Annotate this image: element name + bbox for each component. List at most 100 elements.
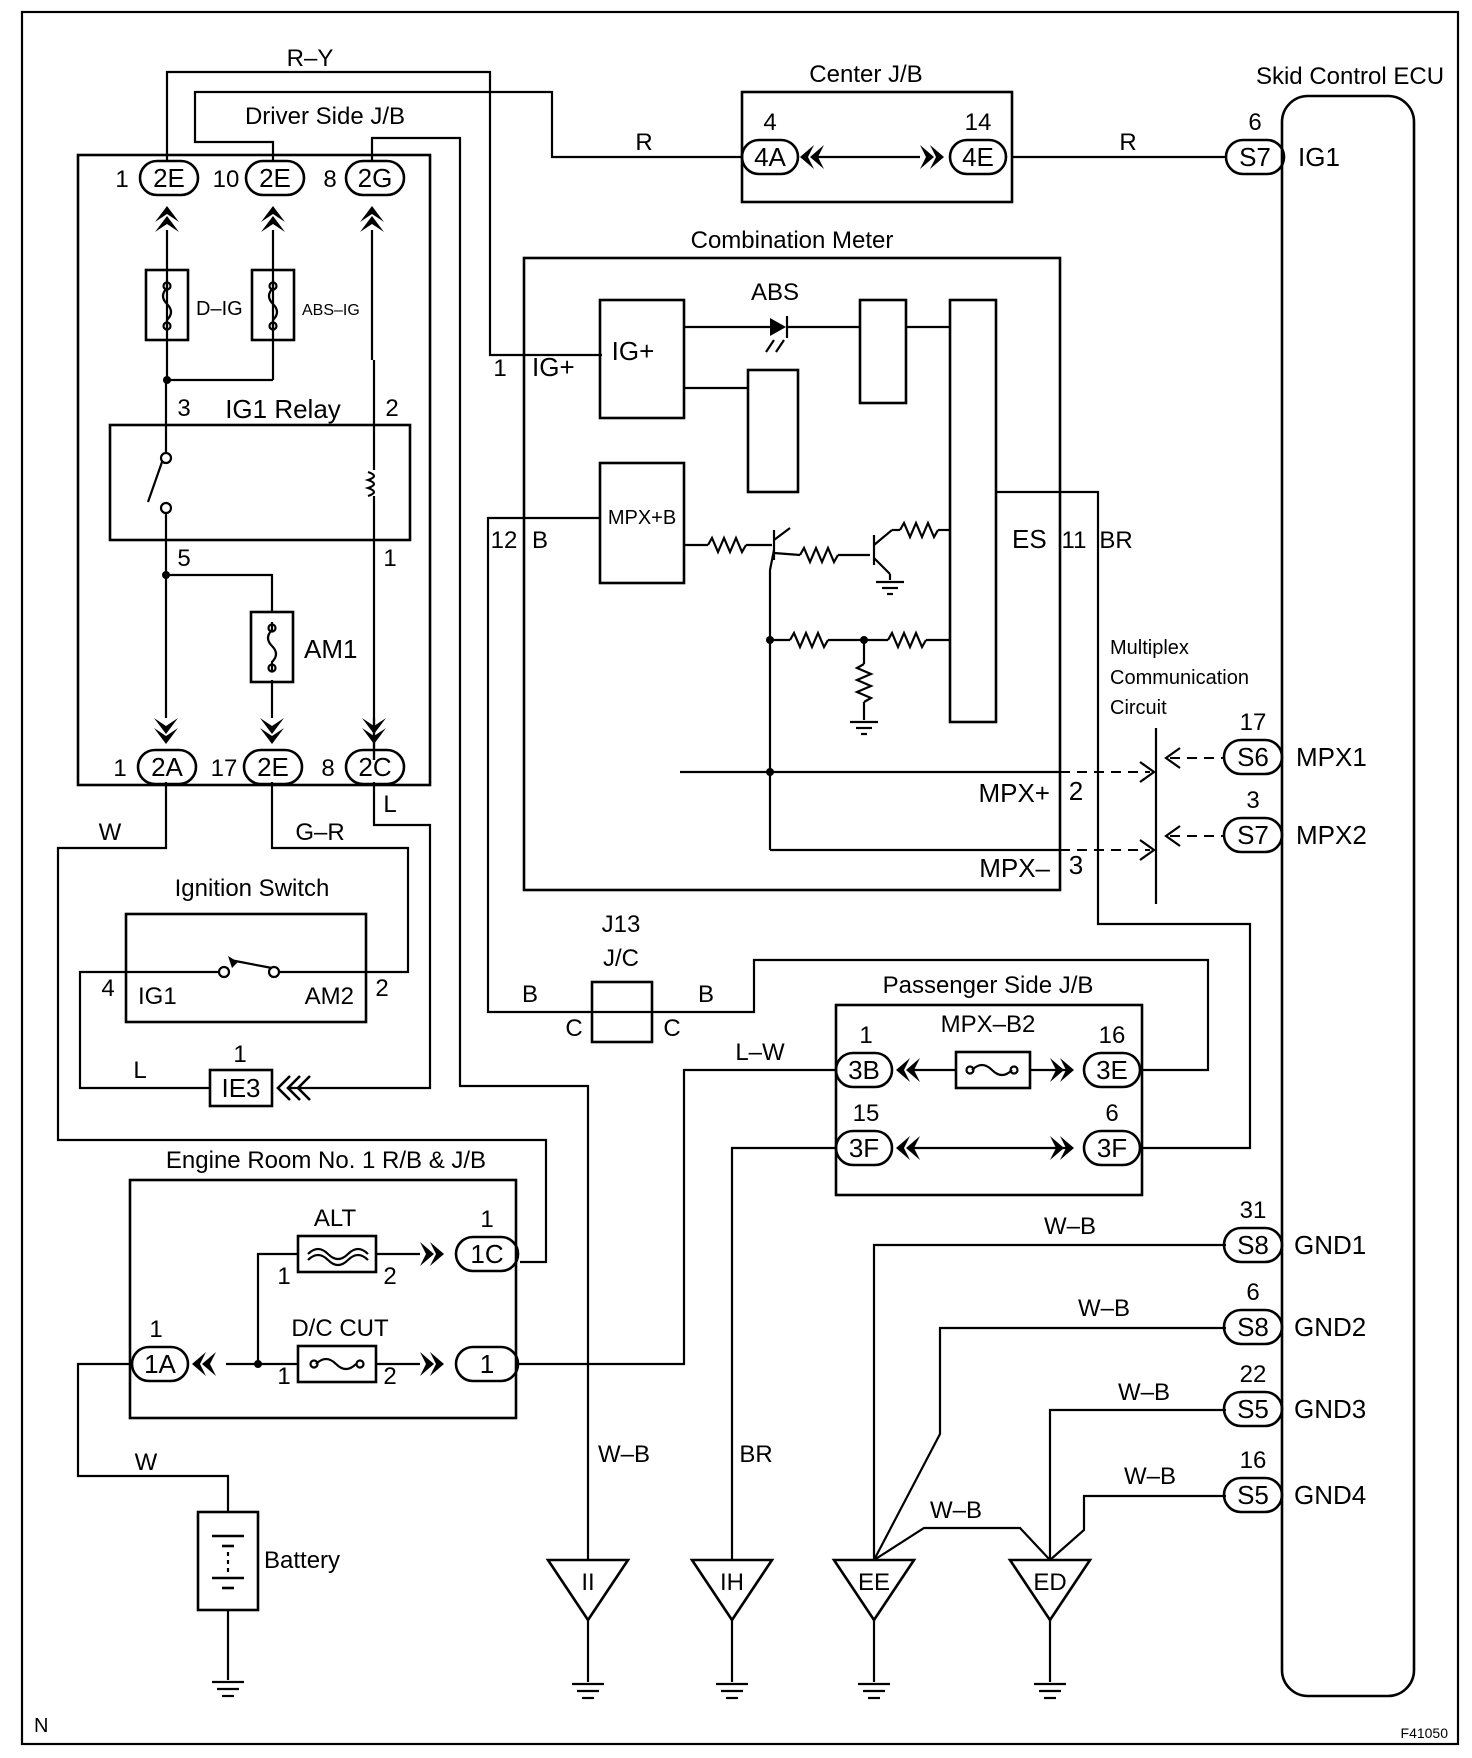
engine-room-rb-jb: Engine Room No. 1 R/B & J/B [128,1147,518,1420]
svg-text:S5: S5 [1237,1394,1269,1424]
ecu-mpx2-terminal: MPX2 [1296,820,1367,850]
wire-wb-link: W–B [930,1497,982,1524]
pin-s8-gnd1: 31 [1240,1197,1267,1224]
connector-s6-mpx1: S6 17 [1222,709,1284,776]
passenger-side-jb: Passenger Side J/B [834,972,1144,1197]
dc-pin-1: 1 [277,1363,290,1390]
multiplex-label-2: Communication [1110,667,1249,689]
ignition-switch-title: Ignition Switch [175,875,330,902]
abs-warning-lamp-icon: ABS [684,279,860,353]
meter-ig-block [598,298,686,420]
meter-ig-label: IG+ [612,336,655,366]
dc-pin-2: 2 [383,1363,396,1390]
connector-3e: 3E 16 [1050,1022,1142,1089]
driver-jb-arrows [154,206,386,744]
pin-4e: 14 [965,109,992,136]
pin-3f-6: 6 [1105,1100,1118,1127]
connector-s8-gnd1: S8 31 [1222,1197,1284,1264]
svg-text:2A: 2A [151,752,183,782]
connector-4e: 4E 14 [920,109,1008,176]
ignition-switch: Ignition Switch IG1 AM2 [124,875,368,1024]
fuse-mpx-b2-label: MPX–B2 [941,1011,1036,1038]
driver-jb-title: Driver Side J/B [245,103,405,130]
wire-wb-gnd3: W–B [1118,1379,1170,1406]
pin-2e-10: 10 [213,166,240,193]
connector-s7-mpx2: S7 3 [1222,787,1284,854]
wire-r-left: R [635,129,652,156]
jc-title-1: J13 [602,911,641,938]
connector-s5-gnd3: S5 22 [1222,1361,1284,1428]
connector-2e-17: 2E 17 [211,748,304,786]
figure-corner-label: N [34,1715,48,1737]
meter-pin-11: 11 [1062,527,1087,554]
svg-text:1C: 1C [470,1239,503,1269]
pin-2e-1: 1 [115,166,128,193]
relay-pin-3: 3 [177,395,190,422]
passenger-jb-title: Passenger Side J/B [883,972,1094,999]
wire-l-top: L [383,791,396,818]
engine-room-title: Engine Room No. 1 R/B & J/B [166,1147,486,1174]
connector-4a: 4A 4 [740,109,824,176]
connector-s8-gnd2: S8 6 [1222,1279,1284,1346]
wire-r-y: R–Y [287,45,334,72]
switch-am2-terminal: AM2 [305,983,354,1010]
meter-relay-block-b [858,298,908,405]
ground-ii-label: II [581,1569,594,1596]
wire-g-r: G–R [295,819,344,846]
ground-ii-icon [545,1558,631,1700]
ground-ih-icon [689,1558,775,1700]
connector-1a: 1A 1 [130,1316,216,1383]
fuse-alt-icon [296,1234,378,1274]
junction-connector-j13: J13 J/C C C [565,911,681,1044]
svg-text:IE3: IE3 [221,1073,260,1103]
ground-ee-label: EE [858,1569,890,1596]
meter-cpu-block [948,298,998,724]
pin-1a: 1 [149,1316,162,1343]
svg-text:S7: S7 [1237,820,1269,850]
jc-c-left: C [565,1015,582,1042]
wire-b-jc-right: B [698,981,714,1008]
svg-text:2C: 2C [358,752,391,782]
svg-text:1: 1 [480,1349,494,1379]
fuse-abs-ig-icon [250,268,296,342]
connector-2e-1: 2E 1 [115,159,200,197]
meter-es-terminal: ES [1012,524,1047,554]
pin-4a: 4 [763,109,776,136]
meter-mpx-minus-label: MPX– [979,853,1050,883]
battery-icon [196,1510,260,1612]
combination-meter-title: Combination Meter [691,227,894,254]
pin-2g-8: 8 [323,166,336,193]
pin-2a-1: 1 [113,755,126,782]
pin-2c-8: 8 [321,755,334,782]
ecu-gnd3-terminal: GND3 [1294,1394,1366,1424]
fuse-alt-label: ALT [314,1205,357,1232]
ecu-gnd4-terminal: GND4 [1294,1480,1366,1510]
meter-pin-12: 12 [491,527,518,554]
pin-3b: 1 [859,1022,872,1049]
skid-control-ecu: Skid Control ECU [1256,63,1444,1698]
svg-text:S8: S8 [1237,1312,1269,1342]
battery-ground-icon [212,1680,244,1698]
meter-relay-block-a [746,368,800,494]
connector-1c: 1C 1 [420,1206,520,1273]
wire-l-w: L–W [735,1039,785,1066]
ground-ed-icon [1007,1558,1093,1700]
svg-text:2E: 2E [259,163,291,193]
fuse-dc-cut-icon [296,1344,378,1384]
wire-b-jc-left: B [522,981,538,1008]
pin-s7-ig1: 6 [1248,109,1261,136]
svg-text:2E: 2E [153,163,185,193]
fuse-am1-icon [249,610,295,684]
svg-text:2G: 2G [358,163,393,193]
meter-mpx-block [598,461,686,585]
pin-3e: 16 [1099,1022,1126,1049]
connector-3f-15: 3F 15 [834,1100,920,1167]
svg-text:3B: 3B [848,1055,880,1085]
svg-text:1A: 1A [144,1349,176,1379]
wire-wb-gnd2: W–B [1078,1295,1130,1322]
ig1-relay-title: IG1 Relay [225,394,341,424]
connector-s7-ig1: S7 6 [1224,109,1286,176]
svg-text:3F: 3F [849,1133,879,1163]
wires [56,70,1252,1680]
